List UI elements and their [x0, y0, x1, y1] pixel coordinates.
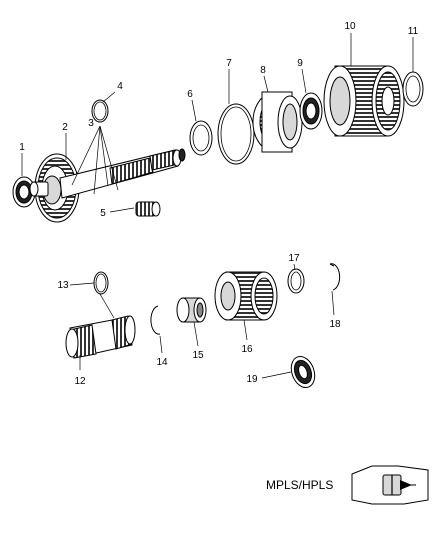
callout-10: 10 — [344, 21, 356, 32]
callout-2: 2 — [62, 122, 68, 133]
callout-8: 8 — [260, 65, 266, 76]
part-11-snap-ring — [402, 71, 424, 107]
part-13-snap-ring — [93, 271, 109, 295]
part-2-3-input-shaft-assembly — [29, 148, 186, 223]
callout-4: 4 — [117, 81, 123, 92]
part-4-snap-ring — [91, 99, 109, 123]
callout-7: 7 — [226, 58, 232, 69]
callout-6: 6 — [187, 89, 193, 100]
badge-label: MPLS/HPLS — [266, 478, 333, 492]
part-7-large-snap-ring — [217, 103, 255, 165]
part-18-snap-ring — [329, 263, 341, 291]
callout-14: 14 — [156, 357, 168, 368]
part-16-sun-gear — [214, 271, 278, 321]
callout-12: 12 — [74, 376, 86, 387]
callout-11: 11 — [408, 26, 419, 37]
part-10-clutch-drum — [323, 65, 405, 137]
callout-19: 19 — [246, 374, 258, 385]
leader-lines — [21, 33, 414, 379]
callout-13: 13 — [57, 280, 69, 291]
part-19-bearing — [290, 356, 316, 388]
callout-15: 15 — [192, 350, 204, 361]
part-9-bearing — [299, 92, 323, 130]
callout-labels: 1 2 3 4 5 6 7 8 9 10 11 12 13 14 15 16 1… — [19, 21, 418, 387]
callout-1: 1 — [19, 142, 25, 153]
part-14-open-snap-ring — [150, 305, 161, 335]
callout-17: 17 — [288, 253, 300, 264]
callout-5: 5 — [100, 208, 106, 219]
part-12-output-shaft — [65, 315, 136, 359]
model-badge: MPLS/HPLS — [266, 465, 429, 505]
callout-18: 18 — [329, 319, 341, 330]
part-5-needle-bearing — [135, 201, 161, 217]
callout-3: 3 — [88, 118, 94, 129]
callout-9: 9 — [297, 58, 303, 69]
part-17-thrust-washer — [287, 268, 305, 294]
callout-16: 16 — [241, 344, 253, 355]
part-6-thrust-washer — [189, 120, 213, 156]
part-15-sleeve-bearing — [176, 297, 207, 323]
part-8-ring-gear — [252, 91, 303, 153]
